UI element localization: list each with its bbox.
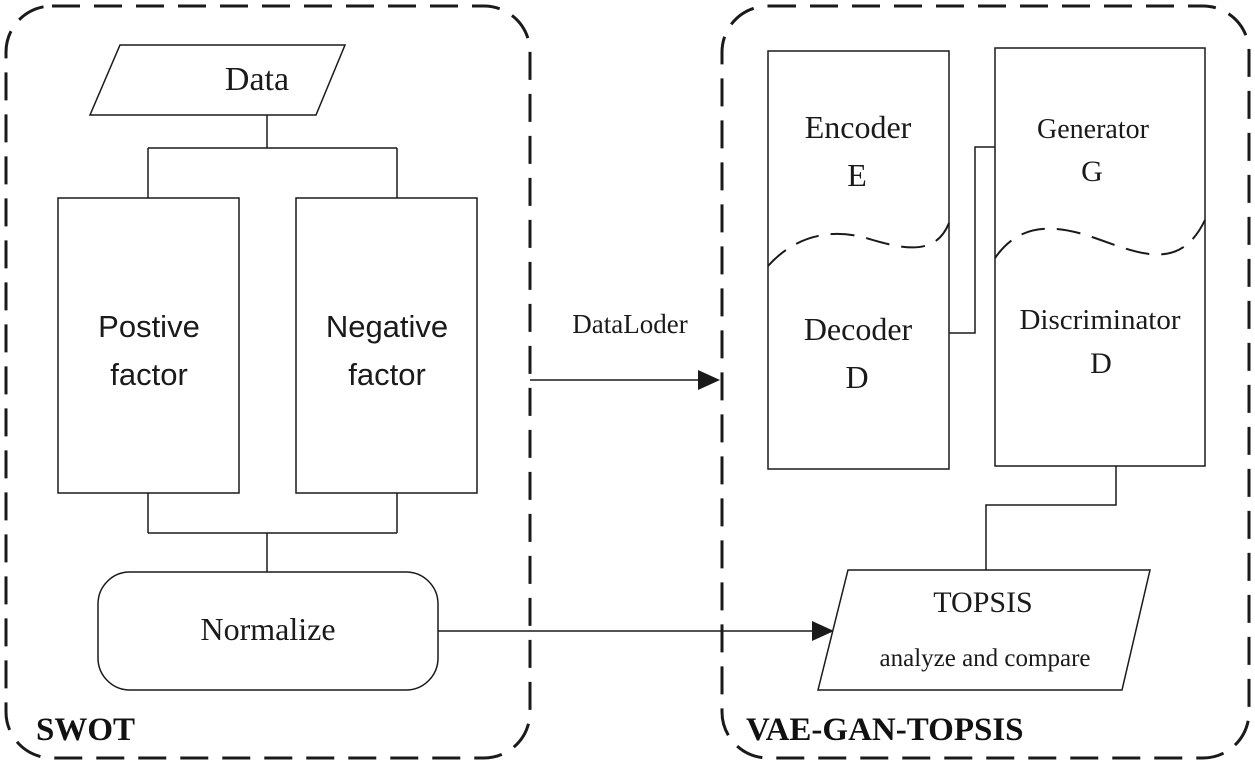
negative-factor-label-line2: factor <box>348 357 426 392</box>
decoder-symbol: D <box>845 359 868 395</box>
discriminator-symbol: D <box>1090 347 1112 380</box>
decoder-label: Decoder <box>804 311 913 347</box>
generator-label: Generator <box>1037 114 1150 145</box>
discriminator-label: Discriminator <box>1019 304 1180 336</box>
dataloader-edge-label: DataLoder <box>572 309 687 339</box>
vae-gan-topsis-group-label: VAE-GAN-TOPSIS <box>746 712 1024 748</box>
gan-topsis-connector <box>985 466 1117 570</box>
encoder-symbol: E <box>847 157 867 193</box>
vae-node <box>767 50 950 470</box>
vae-gan-topsis-group-border <box>720 4 1251 760</box>
gan-node <box>994 47 1206 467</box>
normalize-label: Normalize <box>200 611 335 647</box>
factor-merge-connector <box>147 493 398 572</box>
vae-gan-connector <box>949 146 995 334</box>
data-node <box>88 44 347 116</box>
topsis-node <box>817 569 1151 691</box>
swot-group-border <box>4 4 532 760</box>
data-label: Data <box>225 61 289 98</box>
data-split-connector <box>147 115 398 198</box>
dataloader-arrowhead <box>698 370 720 390</box>
positive-factor-node <box>57 197 240 494</box>
gan-generator-discriminator-divider <box>994 219 1206 259</box>
negative-factor-node <box>295 197 478 494</box>
encoder-label: Encoder <box>805 109 912 145</box>
positive-factor-label-line2: factor <box>110 357 188 392</box>
positive-factor-label-line1: Postive <box>98 309 200 344</box>
topsis-subtitle: analyze and compare <box>880 645 1091 672</box>
topsis-title: TOPSIS <box>933 586 1033 619</box>
generator-symbol: G <box>1081 155 1103 188</box>
swot-group-label: SWOT <box>36 712 135 748</box>
normalize-to-topsis-arrowhead <box>812 621 834 641</box>
negative-factor-label-line1: Negative <box>326 309 448 344</box>
